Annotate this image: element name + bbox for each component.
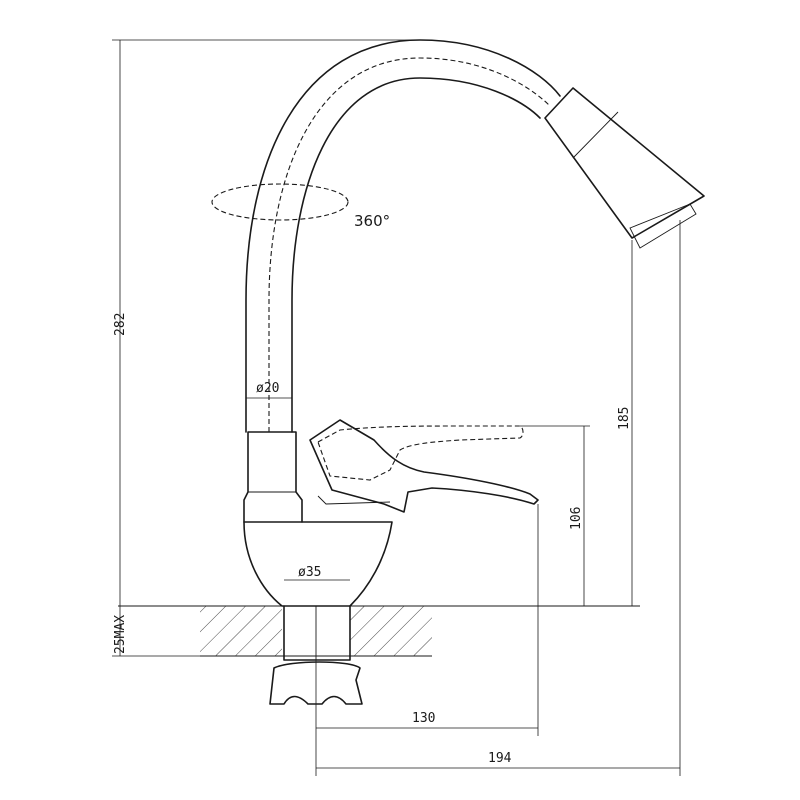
spout-diameter-label: ø20 [256,381,279,396]
lever-height-label: 106 [569,507,584,530]
shank [283,605,351,661]
faucet-body [243,39,705,705]
lever-lowered [309,419,539,513]
dim-counter-thickness: 25MAX [112,606,200,657]
neck-collar [243,431,303,523]
spout-reach-label: 194 [488,751,512,766]
rotation-label: 360° [354,212,390,230]
lever-reach-label: 130 [412,711,435,726]
countertop-section [118,605,640,657]
shank-diameter-label: ø35 [298,565,321,580]
counter-thickness-label: 25MAX [113,615,128,654]
total-height-label: 282 [113,313,128,336]
spout-outer [245,39,561,433]
dim-spout-reach: 194 [316,220,681,776]
base-body [243,521,393,607]
dim-total-height: 282 [112,39,420,606]
spout-height-label: 185 [617,407,632,430]
dim-spout-height: 185 [617,240,633,606]
spray-head [544,87,705,239]
dim-lever-height: 106 [520,425,590,606]
rotation-indicator: 360° [211,183,390,230]
spout-inner [291,77,541,433]
spout-centerline [268,57,551,432]
mounting-nut [269,661,363,705]
diameter-annotations: ø20 ø35 [246,381,350,581]
lever-raised [317,425,524,481]
dim-lever-reach: 130 [315,504,539,776]
